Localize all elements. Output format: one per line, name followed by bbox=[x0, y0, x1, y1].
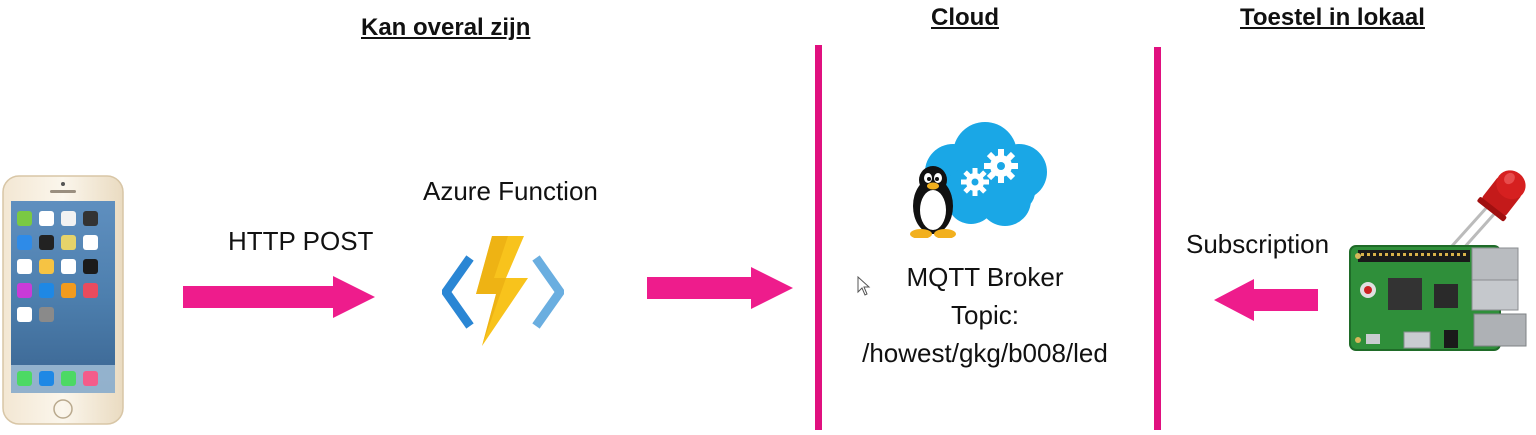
raspberry-pi-led-icon bbox=[1344, 168, 1534, 354]
label-http-post: HTTP POST bbox=[228, 226, 374, 256]
divider-cloud-left bbox=[815, 45, 822, 430]
label-azure-function: Azure Function bbox=[423, 176, 598, 206]
cursor-icon bbox=[857, 276, 873, 298]
divider-cloud-right bbox=[1154, 47, 1161, 430]
arrow-to-broker bbox=[647, 267, 793, 309]
smartphone-icon bbox=[2, 175, 124, 425]
arrow-subscription bbox=[1214, 279, 1318, 321]
azure-function-icon bbox=[442, 236, 564, 346]
label-broker-title: MQTT Broker bbox=[906, 262, 1064, 292]
heading-cloud: Cloud bbox=[931, 4, 999, 31]
linux-cloud-icon bbox=[905, 120, 1055, 238]
heading-local: Toestel in lokaal bbox=[1240, 4, 1425, 31]
label-subscription: Subscription bbox=[1186, 229, 1330, 259]
label-broker-topic-path: /howest/gkg/b008/led bbox=[862, 338, 1108, 368]
arrow-http-post bbox=[183, 276, 376, 318]
label-broker-topic: Topic: bbox=[951, 300, 1019, 330]
heading-anywhere: Kan overal zijn bbox=[361, 14, 531, 41]
